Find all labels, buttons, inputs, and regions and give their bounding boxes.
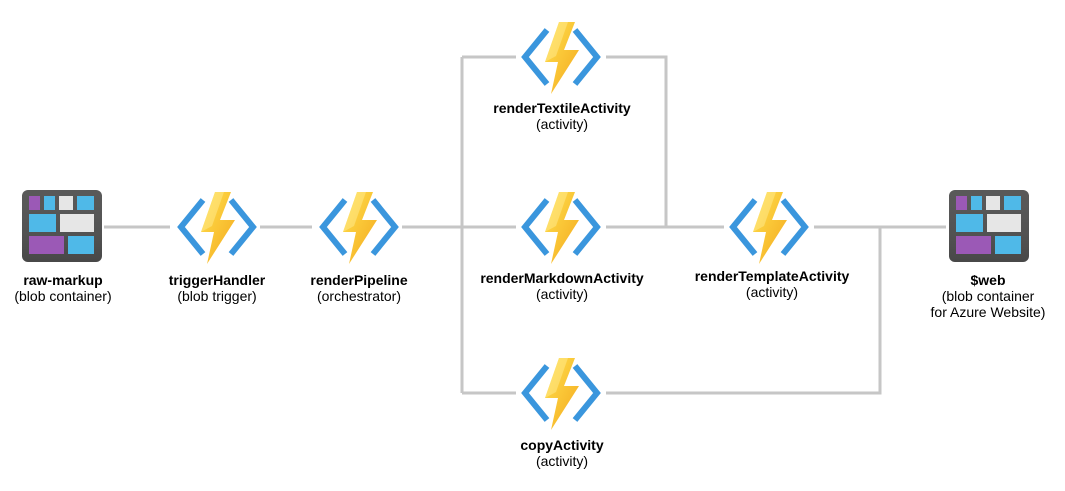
azure-function-icon: [323, 192, 395, 264]
node-name: renderPipeline: [310, 272, 408, 288]
azure-function-icon: [525, 192, 597, 264]
azure-function-icon: [525, 22, 597, 94]
edge-render-textile-to-merge: [606, 55, 668, 227]
connectors: [104, 55, 946, 395]
node-type: (activity): [535, 453, 589, 469]
node-type: (activity): [745, 284, 799, 300]
node-type: (blob trigger): [177, 288, 257, 304]
node-render-textile-activity-label: renderTextileActivity (activity): [493, 100, 630, 132]
node-render-template-activity-label: renderTemplateActivity (activity): [695, 268, 850, 300]
node-name: copyActivity: [520, 437, 604, 453]
node-name: renderTextileActivity: [493, 100, 631, 116]
blob-storage-icon: [949, 190, 1029, 262]
edge-copy-to-web: [606, 227, 882, 395]
node-name: $web: [970, 272, 1006, 288]
node-type: (activity): [535, 286, 589, 302]
node-trigger-handler-label: triggerHandler (blob trigger): [169, 272, 265, 304]
blob-storage-icon: [22, 190, 102, 262]
node-render-markdown-activity-label: renderMarkdownActivity (activity): [480, 270, 643, 302]
node-copy-activity-label: copyActivity (activity): [520, 437, 603, 469]
azure-function-icon: [733, 192, 805, 264]
node-web-label: $web (blob container for Azure Website): [931, 272, 1046, 320]
node-render-pipeline-label: renderPipeline (orchestrator): [310, 272, 407, 304]
node-name: triggerHandler: [168, 272, 266, 288]
azure-function-icon: [525, 358, 597, 430]
node-type: (orchestrator): [316, 288, 402, 304]
node-name: renderTemplateActivity: [694, 268, 850, 284]
node-name: raw-markup: [23, 272, 103, 288]
node-type-continued: for Azure Website): [930, 304, 1046, 320]
node-type: (blob container): [14, 288, 112, 304]
node-type: (blob container: [941, 288, 1035, 304]
node-type: (activity): [535, 116, 589, 132]
node-raw-markup-label: raw-markup (blob container): [14, 272, 111, 304]
azure-function-icon: [181, 192, 253, 264]
node-name: renderMarkdownActivity: [480, 270, 644, 286]
